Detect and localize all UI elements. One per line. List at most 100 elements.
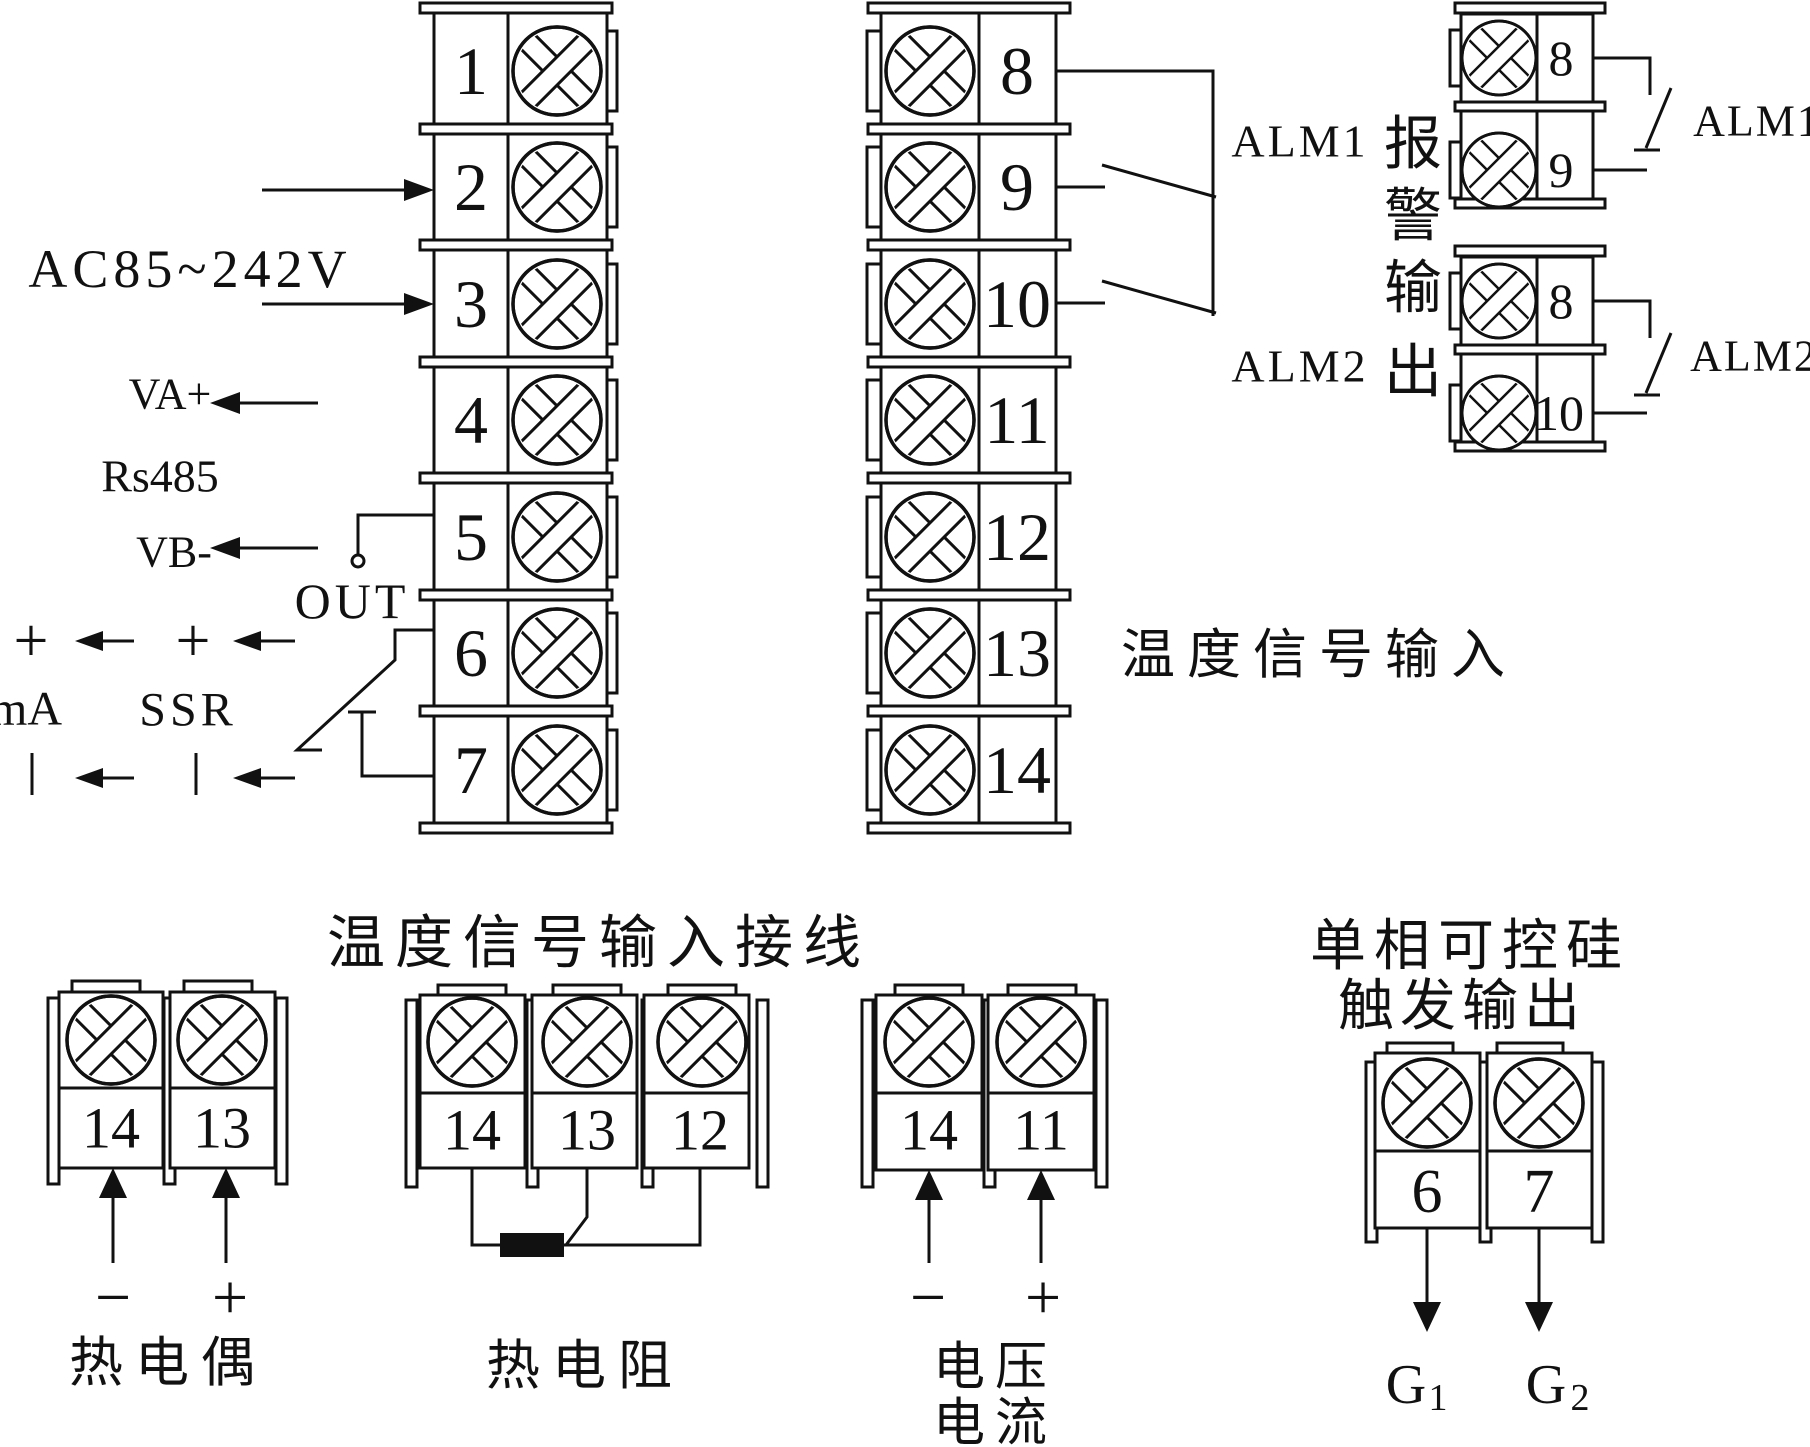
alm2-wire-top xyxy=(1593,299,1652,338)
arrow-va-icon xyxy=(210,392,318,414)
vb-minus-label: VB- xyxy=(136,528,212,577)
scr-title-line1: 单相可控硅 xyxy=(1310,916,1630,978)
terminal7-wire xyxy=(348,710,434,778)
alarm-char: 警 xyxy=(1384,184,1442,249)
voltage-current-group: 14 11 − + 电压 电流 xyxy=(860,983,1109,1447)
terminal-number: 14 xyxy=(443,1098,501,1163)
voltage-label: 电压 xyxy=(933,1340,1057,1397)
rtd-group: 14 13 12 热电阻 xyxy=(404,983,770,1396)
arrow-ssr-plus-icon xyxy=(233,631,295,651)
alarm-char: 报 xyxy=(1384,112,1442,177)
ma-label: mA xyxy=(0,683,62,736)
g1-subscript: 1 xyxy=(1429,1377,1448,1419)
terminal-number: 13 xyxy=(983,615,1051,691)
alm2-switch-lever-icon xyxy=(1101,279,1217,315)
terminal-number: 12 xyxy=(671,1098,729,1163)
terminal-number: 7 xyxy=(454,732,488,808)
terminal-number: 14 xyxy=(82,1096,140,1161)
terminal-number: 14 xyxy=(900,1098,958,1163)
alm1-small-label: ALM1 xyxy=(1693,97,1810,146)
control-output: OUT + + mA SSR xyxy=(0,513,434,795)
arrow-up-icon xyxy=(212,1168,240,1263)
ma-plus-sign: + xyxy=(14,607,49,675)
rtd-wire-12 xyxy=(564,1168,702,1247)
alarm-char: 输 xyxy=(1384,256,1442,321)
arrow-down-icon xyxy=(1413,1228,1441,1332)
minus-sign: − xyxy=(910,1262,946,1333)
arrow-ssr-minus-icon xyxy=(233,768,295,788)
out-contact-icon xyxy=(350,553,366,569)
current-label: 电流 xyxy=(933,1396,1057,1447)
rtd-element-icon xyxy=(500,1233,564,1257)
g2-label: G 2 xyxy=(1526,1354,1590,1419)
arrow-into-terminal-3-icon xyxy=(262,293,434,315)
arrow-up-icon xyxy=(915,1170,943,1263)
scr-title-line2: 触发输出 xyxy=(1338,976,1586,1038)
arrow-vb-icon xyxy=(210,537,318,559)
arrow-up-icon xyxy=(99,1168,127,1263)
terminal-number: 9 xyxy=(1549,142,1574,198)
terminal-number: 14 xyxy=(983,732,1051,808)
arrow-up-icon xyxy=(1027,1170,1055,1263)
rtd-label: 热电阻 xyxy=(486,1336,684,1396)
terminal-number: 10 xyxy=(983,266,1051,342)
arrow-into-terminal-2-icon xyxy=(262,179,434,201)
terminal-number: 13 xyxy=(558,1098,616,1163)
thermocouple-group: 14 13 − + 热电偶 xyxy=(46,979,289,1393)
bottom-section-title: 温度信号输入接线 xyxy=(327,911,871,976)
terminal-number: 3 xyxy=(454,266,488,342)
terminal-number: 7 xyxy=(1524,1158,1555,1226)
alm1-switch-lever-icon xyxy=(1644,87,1673,149)
scr-output-group: 单相可控硅 触发输出 6 7 G 1 G 2 xyxy=(1310,916,1630,1419)
ssr-label: SSR xyxy=(139,684,236,737)
arrow-ma-minus-icon xyxy=(75,768,134,788)
thermocouple-label: 热电偶 xyxy=(69,1333,267,1393)
out-wire xyxy=(356,513,434,554)
alm1-terminal-block: 8 9 ALM1 xyxy=(1448,1,1810,213)
middle-terminal-strip: 8 9 10 11 12 13 14 xyxy=(865,1,1072,835)
terminal-number: 5 xyxy=(454,499,488,575)
separator-bars xyxy=(866,1,1072,835)
terminal-number: 4 xyxy=(454,382,488,458)
strip-side-tabs xyxy=(865,29,883,812)
power-input: AC85~242V xyxy=(28,179,434,315)
terminal6-switch-wire xyxy=(293,628,434,752)
plus-sign: + xyxy=(1025,1262,1061,1333)
terminal-number: 6 xyxy=(454,615,488,691)
arrow-down-icon xyxy=(1525,1228,1553,1332)
g2-letter: G xyxy=(1526,1354,1566,1416)
alm1-label: ALM1 xyxy=(1231,116,1368,167)
terminal-number: 11 xyxy=(984,382,1049,458)
alarm-wiring: ALM1 ALM2 报 警 输 出 xyxy=(1056,69,1442,405)
rtd-wire-13 xyxy=(564,1168,589,1246)
rs485-comm: VA+ Rs485 VB- xyxy=(101,370,318,577)
terminal-number: 10 xyxy=(1534,385,1584,441)
terminal-number: 2 xyxy=(454,149,488,225)
temp-signal-input-label: 温度信号输入 xyxy=(1121,625,1517,685)
g2-subscript: 2 xyxy=(1571,1377,1590,1419)
terminal-number: 6 xyxy=(1412,1158,1443,1226)
left-terminal-strip: 1 2 3 4 5 6 7 xyxy=(418,1,619,835)
alm2-label: ALM2 xyxy=(1231,341,1368,392)
ssr-plus-sign: + xyxy=(176,607,211,675)
out-label: OUT xyxy=(295,573,410,629)
terminal-number: 13 xyxy=(193,1096,251,1161)
rtd-wire-14 xyxy=(470,1168,500,1247)
plus-sign: + xyxy=(212,1262,248,1333)
rs485-label: Rs485 xyxy=(101,451,219,502)
alm2-terminal-block: 8 10 ALM2 xyxy=(1448,244,1810,456)
terminal-number: 11 xyxy=(1013,1098,1069,1163)
terminal-number: 1 xyxy=(454,33,488,109)
terminal-number: 8 xyxy=(1549,273,1574,329)
separator-bars xyxy=(418,1,614,835)
alarm-char: 出 xyxy=(1384,340,1442,405)
minus-sign: − xyxy=(95,1262,131,1333)
alm2-switch-lever-icon xyxy=(1644,332,1673,394)
va-plus-label: VA+ xyxy=(129,370,212,419)
alarm-common-bus xyxy=(1056,69,1215,316)
terminal-number: 12 xyxy=(983,499,1051,575)
power-label: AC85~242V xyxy=(28,239,351,299)
g1-label: G 1 xyxy=(1386,1354,1448,1419)
